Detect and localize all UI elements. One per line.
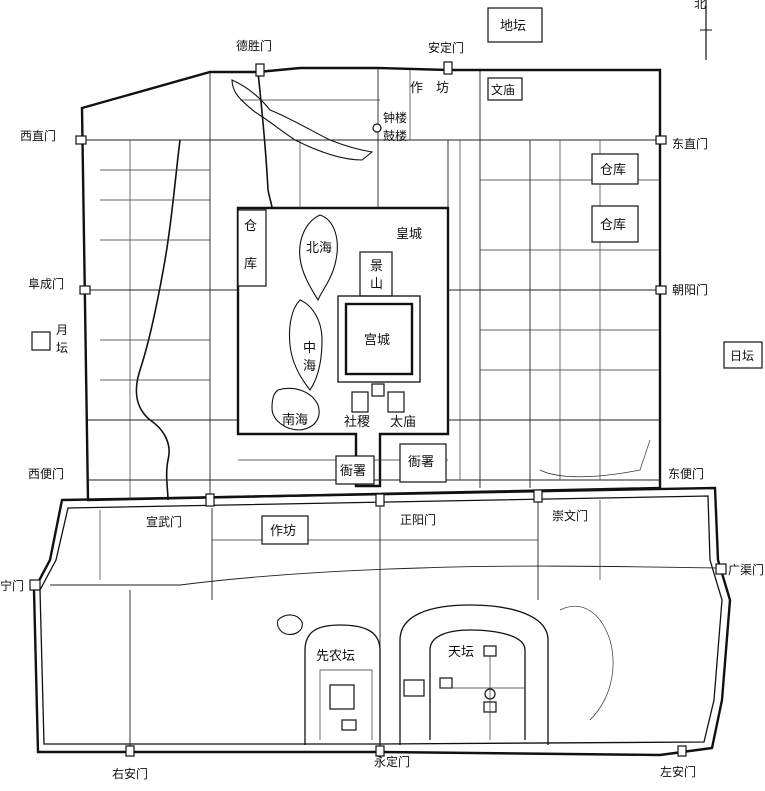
ritan-label: 日坛 <box>730 349 754 363</box>
jingshan-label-2: 山 <box>370 277 383 292</box>
west-canal <box>135 139 181 501</box>
gate-zhengyang-label: 正阳门 <box>400 512 436 527</box>
jingshan-label-1: 景 <box>370 259 383 274</box>
east-inner-marsh <box>539 439 651 478</box>
yashu1-label: 衙署 <box>340 464 366 479</box>
palace-city-outer <box>337 295 421 383</box>
yashu1-box <box>335 455 375 485</box>
nanhai-lake <box>271 387 320 431</box>
outer-wall-inner-line <box>39 495 723 745</box>
beihai-lake <box>299 214 338 302</box>
wenmiao-box <box>487 77 523 101</box>
outer-city-wall <box>32 486 732 757</box>
zuofang-south-label: 作坊 <box>270 524 296 539</box>
yuetan-label-1: 月 <box>56 323 68 337</box>
cangku-west-box <box>237 209 267 287</box>
zuofang-north-label: 作 坊 <box>410 81 449 96</box>
gate-yongding-label: 永定门 <box>374 754 410 769</box>
gate-guangqu-label: 广渠门 <box>728 562 764 577</box>
taimiao-box <box>387 391 405 413</box>
taimiao-label: 太庙 <box>390 415 416 430</box>
gate-xuanwu-label: 宣武门 <box>146 514 182 529</box>
gate-guangning-label: 宁门 <box>0 578 24 593</box>
cangku-west-label-1: 仓 <box>244 219 257 234</box>
cangku-east2-box <box>591 205 639 243</box>
south-pond <box>276 614 303 635</box>
gate-anding-label: 安定门 <box>428 40 464 55</box>
ditan-box <box>487 7 543 43</box>
xiannongtan-wall <box>304 624 381 745</box>
outer-road-grid <box>50 496 719 752</box>
gate-fucheng-label: 阜成门 <box>28 276 64 291</box>
tiananmen-box <box>371 383 385 397</box>
cangku-east1-label: 仓库 <box>600 162 626 178</box>
cangku-east1-box <box>591 153 639 185</box>
gate-xibian-label: 西便门 <box>28 466 64 481</box>
sheji-box <box>351 391 369 413</box>
beihai-label: 北海 <box>306 241 332 256</box>
yuetan-box <box>31 331 51 351</box>
jingshan-box <box>359 251 393 297</box>
gate-markers <box>29 61 727 757</box>
compass-label: 北 <box>694 0 706 11</box>
wenmiao-label: 文庙 <box>491 82 515 97</box>
nanhai-label: 南海 <box>282 412 308 428</box>
gate-dongzhi-label: 东直门 <box>672 136 708 151</box>
zhonghai-lake <box>288 299 323 391</box>
gulou-label: 鼓楼 <box>383 128 407 143</box>
yashu2-box <box>399 443 447 483</box>
xiannongtan-label: 先农坛 <box>316 649 355 664</box>
yuetan-label-2: 坛 <box>56 341 68 355</box>
sheji-label: 社稷 <box>344 414 370 430</box>
gate-zuoan-label: 左安门 <box>660 764 696 779</box>
inner-road-grid <box>82 68 660 500</box>
tiantan-inner-wall <box>429 629 526 740</box>
east-marsh <box>559 605 614 721</box>
ditan-label: 地坛 <box>500 19 526 34</box>
gate-youan-label: 右安门 <box>112 766 148 781</box>
gate-dongbian-label: 东便门 <box>668 466 704 481</box>
xiannongtan-box-2 <box>341 719 357 731</box>
tiantan-label: 天坛 <box>448 645 474 660</box>
gate-xizhi-label: 西直门 <box>20 128 56 143</box>
xiannongtan-box-1 <box>329 684 355 710</box>
shichahai-lake <box>231 79 374 161</box>
ritan-box <box>723 341 763 369</box>
zhonghai-label-1: 中 <box>303 341 316 356</box>
gate-chongwen-label: 崇文门 <box>552 508 588 523</box>
zhonglou-label: 钟楼 <box>383 110 407 125</box>
north-arrow: 北 <box>694 0 712 60</box>
gate-chaoyang-label: 朝阳门 <box>672 282 708 297</box>
palace-city-wall <box>344 302 414 376</box>
yashu2-label: 衙署 <box>408 455 434 470</box>
cangku-east2-label: 仓库 <box>600 217 626 233</box>
north-canal <box>257 71 273 209</box>
tiantan-box-1 <box>483 645 497 657</box>
tiantan-box-2 <box>439 677 453 689</box>
tiantan-box-3 <box>403 679 425 697</box>
zhonghai-label-2: 海 <box>303 359 316 374</box>
gate-desheng-label: 德胜门 <box>236 38 272 53</box>
huangcheng-label: 皇城 <box>396 227 422 242</box>
xiannongtan-inner <box>319 669 373 740</box>
gongcheng-label: 宫城 <box>364 333 390 348</box>
tiantan-outer-wall <box>399 604 549 745</box>
cangku-west-label-2: 库 <box>244 256 257 272</box>
zuofang-south-box <box>261 515 309 545</box>
imperial-city-wall <box>236 206 450 488</box>
